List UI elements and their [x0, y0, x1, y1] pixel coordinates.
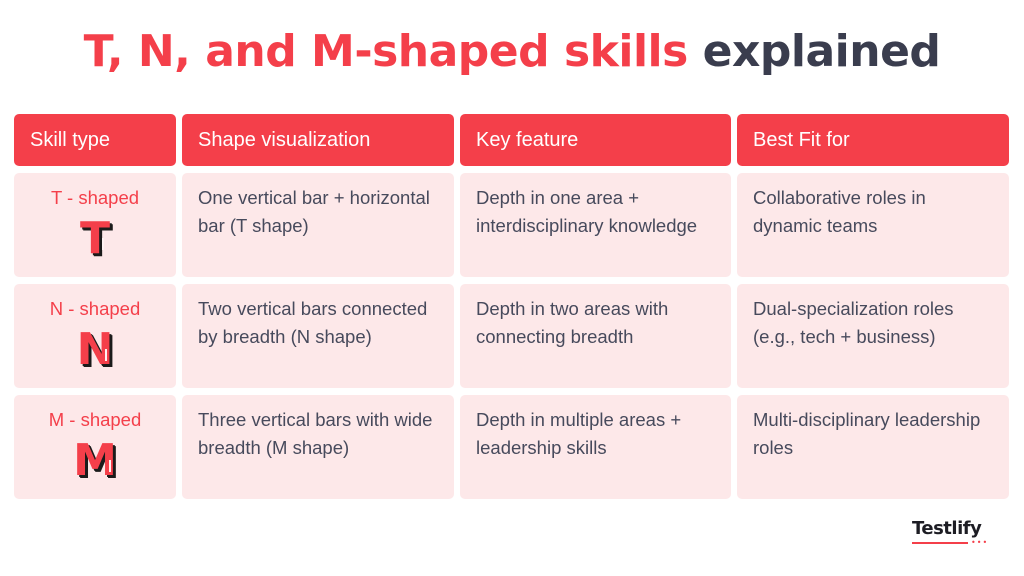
testlify-logo: Testlify [912, 518, 982, 539]
shape-visualization-cell: Two vertical bars connected by breadth (… [182, 284, 454, 388]
shape-visualization-cell: One vertical bar + horizontal bar (T sha… [182, 173, 454, 277]
best-fit-cell: Collaborative roles in dynamic teams [737, 173, 1009, 277]
header-best-fit: Best Fit for [737, 114, 1009, 166]
best-fit-cell: Multi-disciplinary leadership roles [737, 395, 1009, 499]
header-skill-type: Skill type [14, 114, 176, 166]
logo-underline [912, 542, 968, 544]
best-fit-cell: Dual-specialization roles (e.g., tech + … [737, 284, 1009, 388]
key-feature-cell: Depth in two areas with connecting bread… [460, 284, 731, 388]
key-feature-cell: Depth in one area + interdisciplinary kn… [460, 173, 731, 277]
n-letter-icon: N [76, 324, 114, 375]
skills-table: Skill type Shape visualization Key featu… [14, 114, 1009, 499]
skill-label: M - shaped [48, 409, 142, 430]
header-key-feature: Key feature [460, 114, 731, 166]
skill-type-cell-n: N - shaped N [14, 284, 176, 388]
page-title: T, N, and M-shaped skills explained [0, 24, 1024, 80]
m-letter-icon: M [73, 435, 117, 486]
t-letter-icon: T [79, 213, 110, 264]
skill-type-cell-t: T - shaped T [14, 173, 176, 277]
skill-label: T - shaped [50, 187, 140, 208]
header-shape-visualization: Shape visualization [182, 114, 454, 166]
title-accent: T, N, and M-shaped skills [83, 26, 689, 77]
logo-dots-icon: ••• [971, 538, 989, 547]
skill-label: N - shaped [49, 298, 141, 319]
skill-type-cell-m: M - shaped M [14, 395, 176, 499]
shape-visualization-cell: Three vertical bars with wide breadth (M… [182, 395, 454, 499]
title-dark: explained [702, 26, 941, 77]
key-feature-cell: Depth in multiple areas + leadership ski… [460, 395, 731, 499]
